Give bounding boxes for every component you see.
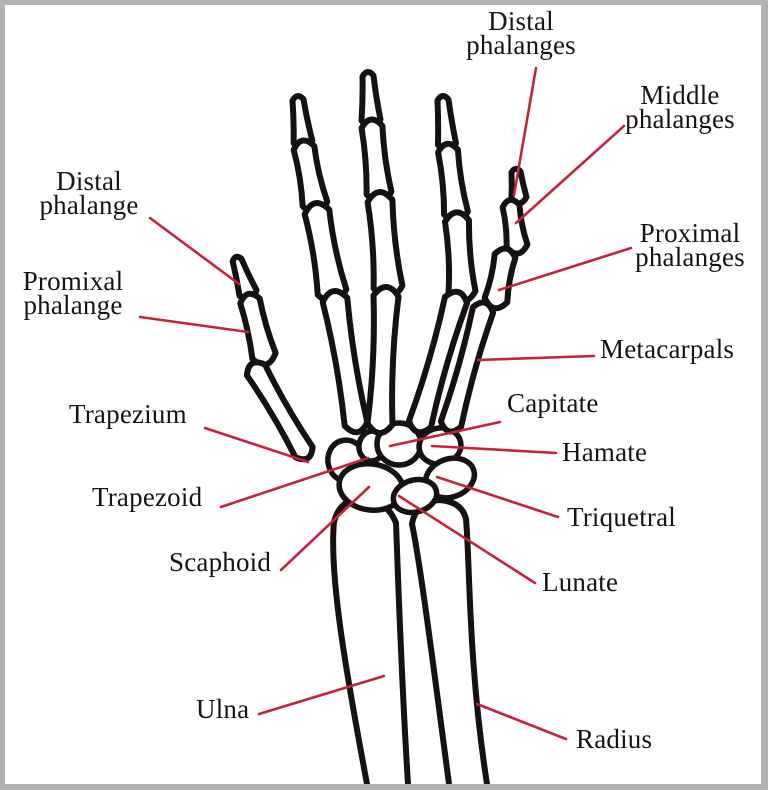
label-text: Distal bbox=[488, 6, 554, 36]
ring-metacarpal-bone bbox=[406, 288, 470, 436]
label-text: Capitate bbox=[507, 388, 599, 418]
leader-line-trapezoid bbox=[219, 456, 370, 509]
middle-middle-phalanx-bone bbox=[358, 116, 395, 205]
label-text: phalanges bbox=[466, 29, 576, 60]
thumb-distal-phalanx-bone bbox=[229, 253, 260, 303]
leader-line-lunate bbox=[397, 494, 537, 585]
little-proximal-phalanx-bone bbox=[481, 245, 519, 312]
label-text: phalange bbox=[23, 289, 123, 320]
middle-proximal-phalanx-bone bbox=[364, 189, 406, 301]
middle-metacarpal-bone bbox=[364, 284, 402, 436]
ring-middle-phalanx-bone bbox=[435, 140, 471, 225]
label-text: Metacarpals bbox=[600, 334, 735, 364]
label-trapezoid: Trapezoid bbox=[92, 482, 203, 512]
ring-proximal-phalanx-bone bbox=[442, 209, 479, 305]
label-text: Triquetral bbox=[567, 502, 676, 532]
leader-line-radius bbox=[475, 702, 568, 741]
leader-line-trapezium bbox=[203, 426, 310, 464]
label-text: Trapezium bbox=[69, 399, 187, 429]
label-text: Promixal bbox=[22, 266, 124, 296]
label-ulna: Ulna bbox=[196, 694, 250, 724]
label-text: Trapezoid bbox=[92, 482, 203, 512]
leader-line-middle-phalanges bbox=[514, 124, 626, 225]
index-middle-phalanx-bone bbox=[290, 137, 331, 216]
index-proximal-phalanx-bone bbox=[301, 200, 350, 306]
leader-line-scaphoid bbox=[279, 485, 371, 572]
label-text: phalanges bbox=[635, 241, 745, 272]
leader-line-triquetral bbox=[435, 475, 560, 519]
label-text: Middle bbox=[640, 80, 720, 110]
label-text: Hamate bbox=[562, 437, 648, 467]
lunate-bone bbox=[390, 476, 440, 516]
label-trapezium: Trapezium bbox=[69, 399, 187, 429]
label-text: phalange bbox=[39, 189, 139, 220]
label-text: Ulna bbox=[196, 694, 250, 724]
label-capitate: Capitate bbox=[507, 388, 599, 418]
middle-distal-phalanx-bone bbox=[358, 69, 384, 130]
leader-line-hamate bbox=[430, 444, 558, 455]
label-metacarpals: Metacarpals bbox=[600, 334, 735, 364]
leader-line-distal-phalanges bbox=[512, 66, 538, 197]
little-middle-phalanx-bone bbox=[499, 196, 531, 257]
label-radius: Radius bbox=[576, 724, 653, 754]
ring-distal-phalanx-bone bbox=[434, 93, 459, 154]
label-text: Lunate bbox=[542, 567, 619, 597]
label-text: Distal bbox=[56, 166, 122, 196]
label-text: Radius bbox=[576, 724, 653, 754]
label-text: Proximal bbox=[639, 218, 741, 248]
label-hamate: Hamate bbox=[562, 437, 648, 467]
label-triquetral: Triquetral bbox=[567, 502, 676, 532]
leader-line-ulna bbox=[257, 674, 386, 716]
label-text: Scaphoid bbox=[169, 547, 272, 577]
thumb-metacarpal-bone bbox=[243, 359, 316, 463]
label-lunate: Lunate bbox=[542, 567, 619, 597]
label-scaphoid: Scaphoid bbox=[169, 547, 272, 577]
thumb-proximal-phalanx-bone bbox=[237, 290, 279, 368]
leader-line-promixal-phalange bbox=[138, 315, 250, 334]
leader-line-distal-phalange bbox=[148, 216, 241, 286]
leader-line-proximal-phalanges bbox=[497, 246, 633, 292]
leader-line-metacarpals bbox=[476, 354, 596, 362]
little-metacarpal-bone bbox=[437, 299, 497, 435]
leader-line-capitate bbox=[388, 420, 502, 448]
label-text: phalanges bbox=[625, 103, 735, 134]
